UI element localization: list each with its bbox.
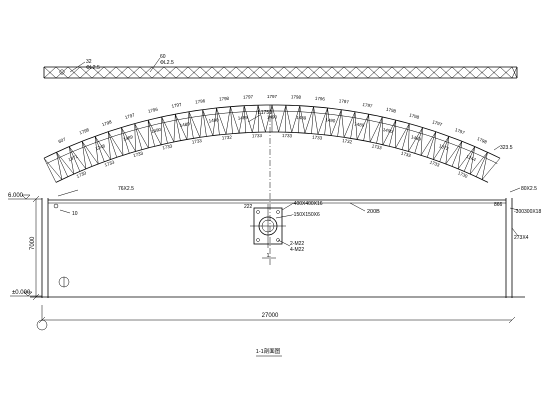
detail-line-3: 2-M22	[290, 241, 304, 247]
detail-title: 1	[266, 253, 269, 259]
top-chord-length-11: 1798	[291, 94, 302, 99]
grid-bubble-b	[36, 319, 48, 331]
bottom-chord-length-10: 1732	[342, 138, 353, 145]
web-length-14: 1372	[438, 143, 450, 151]
top-chord-length-1: 607	[58, 136, 67, 144]
beam-label-text: 200B	[367, 209, 380, 215]
plan-truss: 32 ΦL2.5 60 ΦL2.5	[43, 54, 518, 79]
top-chord-length-2: 1798	[79, 127, 91, 135]
web-length-2: 1248	[95, 143, 107, 151]
bottom-chord-length-7: 1733	[252, 133, 263, 138]
top-chord-length-12: 1796	[315, 96, 326, 102]
bottom-chord-length-12: 1733	[400, 151, 411, 159]
height-dimension: 7000	[30, 195, 40, 301]
web-length-3: 1489	[122, 134, 133, 142]
arch-truss: 607 1798 1798 1797 1796 1797 1796 1798 1797 1797 1…	[43, 94, 501, 183]
left-callouts: 76X2.5 10	[53, 186, 134, 217]
plan-label-1: 32	[86, 59, 92, 65]
top-chord-length-19: 1798	[476, 136, 488, 145]
detail-line-1: -400X400X16	[292, 201, 323, 207]
beam-label: 200B	[349, 202, 380, 215]
plan-label-2: ΦL2.5	[86, 65, 100, 71]
frame	[30, 198, 525, 298]
top-chord-length-3: 1798	[101, 119, 113, 127]
top-chord-length-13: 1797	[339, 98, 350, 104]
bottom-chord-length-11: 1733	[371, 143, 382, 150]
web-length-1: 1371	[67, 154, 79, 163]
detail-line-2: -150X150X6	[292, 212, 320, 218]
detail-line-4: 4-M22	[290, 247, 304, 253]
web-length-4: 1490	[151, 127, 162, 134]
web-length-12: 1490	[382, 127, 393, 134]
detail-tag: 222	[244, 204, 253, 210]
callout-right-small: 866	[494, 202, 503, 208]
top-chord-length-18: 1797	[454, 127, 466, 135]
callout-left-bottom: 76X2.5	[118, 186, 134, 192]
span-text: 27000	[262, 313, 279, 319]
web-length-13: 1489	[411, 134, 422, 142]
height-text: 7000	[30, 236, 36, 250]
top-chord-length-10: 1797	[267, 94, 278, 99]
callout-right-bolt: 273X4	[514, 235, 529, 241]
top-chord-length-17: 1797	[432, 119, 444, 127]
callout-right-top: 323.5	[500, 145, 513, 151]
top-chord-length-7: 1796	[195, 98, 206, 104]
elevation-bottom: ±0.000	[10, 290, 42, 297]
top-chord-length-5: 1796	[148, 107, 159, 114]
top-chord-length-14: 1797	[362, 102, 373, 109]
web-length-9: 1489	[296, 115, 307, 121]
top-chord-length-9: 1797	[243, 94, 254, 99]
elevation-top-text: 6.000	[8, 193, 24, 199]
top-chord-length-15: 1798	[386, 107, 397, 114]
callout-right-plate: -300300X18	[514, 209, 541, 215]
bottom-chord-length-1: 1730	[76, 170, 88, 179]
top-chord-length-16: 1798	[409, 112, 420, 120]
drawing-title-text: 1-1剖面图	[256, 347, 281, 355]
bottom-chord-length-2: 1733	[104, 159, 116, 167]
elevation-bottom-text: ±0.000	[12, 290, 31, 296]
web-length-15: 1244	[465, 154, 477, 163]
callout-top-small: L1750	[258, 110, 272, 116]
callout-right-mid: 80X2.5	[521, 186, 537, 192]
top-chord-length-4: 1797	[124, 112, 135, 120]
web-length-6: 1490	[208, 117, 219, 123]
bottom-chord-length-4: 1733	[162, 143, 173, 150]
bottom-chord-length-3: 1733	[133, 150, 144, 158]
bottom-chord-length-6: 1732	[222, 135, 233, 141]
right-callouts: 323.5 80X2.5 -300300X18 273X4 866 L1750	[247, 110, 541, 241]
web-length-10: 1490	[325, 117, 336, 123]
drawing-title: 1-1剖面图	[256, 347, 282, 357]
bottom-chord-length-14: 1730	[457, 170, 469, 179]
bottom-chord-length-5: 1733	[192, 138, 203, 145]
top-chord-length-6: 1797	[171, 102, 182, 109]
span-dimension: 27000	[38, 313, 516, 324]
callout-left-tag: 10	[72, 211, 78, 217]
web-length-5: 1489	[179, 121, 190, 128]
bottom-chord-length-13: 1733	[429, 160, 441, 168]
bottom-chord-length-8: 1733	[282, 133, 293, 138]
bottom-chord-length-9: 1733	[312, 135, 323, 141]
plan-label-4: ΦL2.5	[160, 60, 174, 66]
plan-label-3: 60	[160, 54, 166, 60]
web-length-7: 1489	[238, 115, 249, 121]
web-length-11: 1489	[354, 121, 365, 128]
column-detail: 222 -400X400X16 -150X150X6 2-M22 4-M22 1	[244, 201, 323, 259]
top-chord-length-8: 1798	[219, 96, 230, 102]
web-length-8: 1490	[267, 115, 278, 120]
